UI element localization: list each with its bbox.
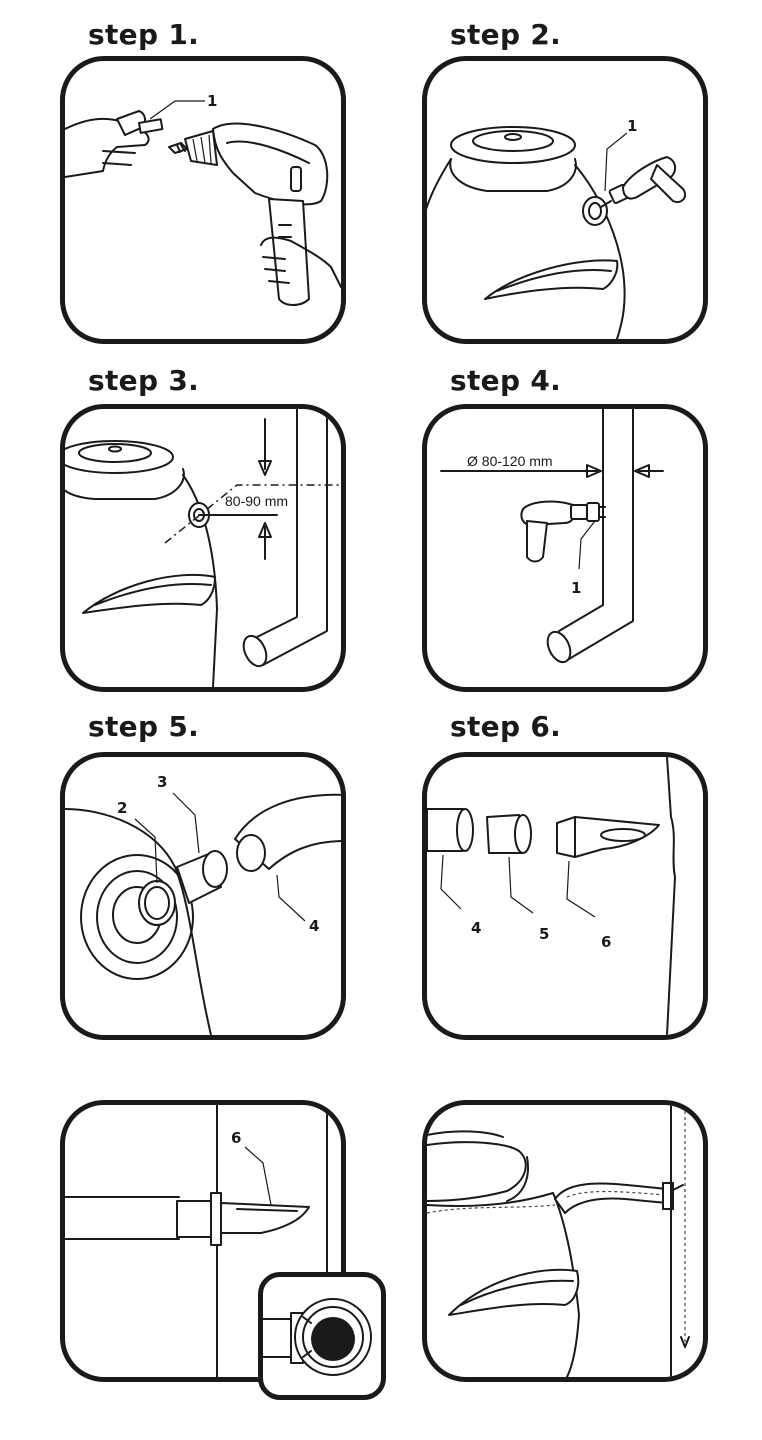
callout-label: 3 bbox=[157, 773, 167, 791]
installed-system-panel bbox=[422, 1100, 708, 1382]
callout-label: 6 bbox=[231, 1129, 241, 1147]
step-4-panel: Ø 80-120 mm 1 bbox=[422, 404, 708, 692]
step-6-panel: 4 5 6 bbox=[422, 752, 708, 1040]
callout-label: 1 bbox=[627, 117, 637, 135]
step-5-panel: 2 3 4 bbox=[60, 752, 346, 1040]
step-2-panel: 1 bbox=[422, 56, 708, 344]
callout-label: 1 bbox=[571, 579, 581, 597]
callout-label: 5 bbox=[539, 925, 549, 943]
step-1-title: step 1. bbox=[88, 18, 200, 51]
step-3-title: step 3. bbox=[88, 364, 200, 397]
height-measurement-illustration: 80-90 mm bbox=[65, 409, 341, 687]
downpipe-diameter-illustration: Ø 80-120 mm 1 bbox=[440, 409, 664, 664]
assembled-fitting-illustration: 6 bbox=[65, 1105, 328, 1377]
step-3-panel: 80-90 mm bbox=[60, 404, 346, 692]
fitting-detail-inset bbox=[258, 1272, 386, 1400]
barrel-fittings-illustration: 2 3 4 bbox=[65, 773, 341, 1035]
step-5-title: step 5. bbox=[88, 710, 200, 743]
callout-label: 2 bbox=[117, 799, 127, 817]
diameter-dimension: Ø 80-120 mm bbox=[467, 453, 553, 469]
callout-label: 4 bbox=[309, 917, 319, 935]
installed-system-illustration bbox=[427, 1105, 690, 1377]
step-4-title: step 4. bbox=[450, 364, 562, 397]
callout-label: 1 bbox=[207, 92, 217, 110]
fitting-detail-illustration bbox=[263, 1298, 372, 1376]
callout-label: 6 bbox=[601, 933, 611, 951]
step-1-panel: 1 bbox=[60, 56, 346, 344]
step-6-title: step 6. bbox=[450, 710, 562, 743]
downpipe-fittings-illustration: 4 5 6 bbox=[427, 757, 676, 1035]
callout-label: 4 bbox=[471, 919, 481, 937]
drilling-barrel-illustration: 1 bbox=[427, 117, 687, 339]
height-dimension: 80-90 mm bbox=[225, 493, 288, 509]
drill-with-hole-saw-illustration: 1 bbox=[65, 92, 341, 306]
step-2-title: step 2. bbox=[450, 18, 562, 51]
